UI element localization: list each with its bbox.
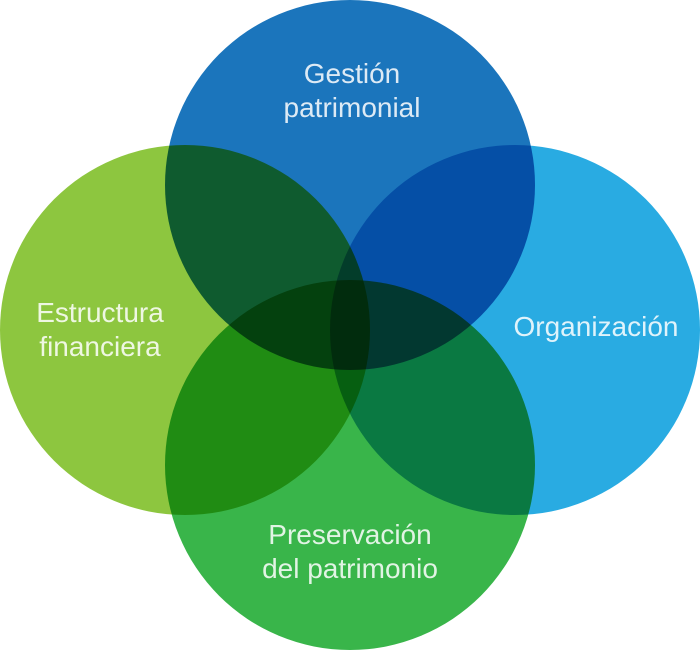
circle-preservacion-patrimonio <box>165 280 535 650</box>
